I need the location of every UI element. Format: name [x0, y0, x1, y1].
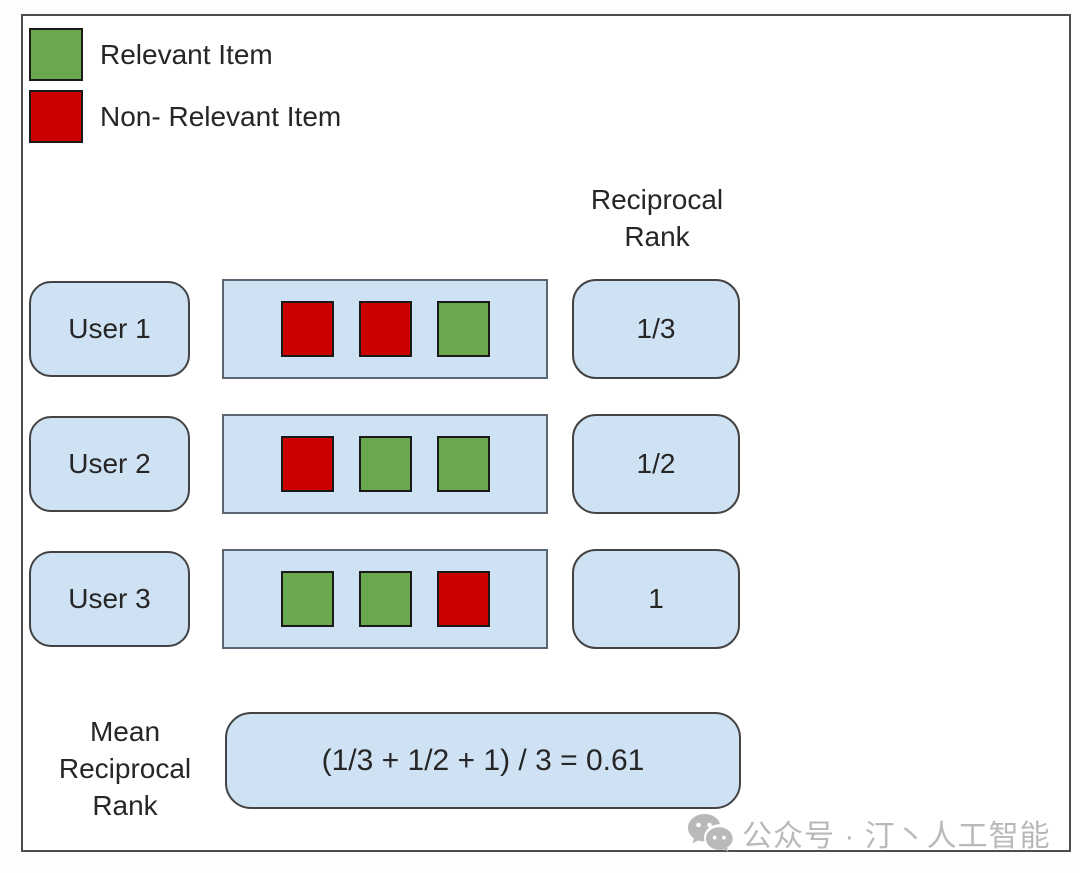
user-row: User 2 1/2 — [23, 414, 1069, 514]
mean-reciprocal-rank-label: Mean Reciprocal Rank — [25, 713, 225, 824]
summary-label-line: Rank — [92, 790, 158, 821]
wechat-icon — [688, 814, 733, 852]
non-relevant-item-square — [280, 301, 334, 357]
non-relevant-swatch — [29, 90, 83, 143]
summary-label-line: Mean — [89, 716, 161, 747]
user-label-box: User 3 — [29, 551, 190, 647]
legend-item: Non- Relevant Item — [29, 90, 341, 143]
user-label-box: User 2 — [29, 416, 190, 512]
ranked-items-box — [222, 414, 548, 514]
legend-label: Non- Relevant Item — [100, 100, 342, 132]
user-label-box: User 1 — [29, 281, 190, 377]
non-relevant-item-square — [358, 301, 412, 357]
relevant-item-square — [436, 301, 490, 357]
legend-item: Relevant Item — [29, 28, 341, 81]
reciprocal-rank-header: Reciprocal Rank — [557, 181, 757, 255]
watermark-text: 公众号 · 汀丶人工智能 — [742, 820, 1051, 853]
relevant-item-square — [358, 436, 412, 492]
mrr-formula: (1/3 + 1/2 + 1) / 3 = 0.61 — [321, 743, 645, 777]
mrr-formula-box: (1/3 + 1/2 + 1) / 3 = 0.61 — [225, 712, 741, 809]
user-row: User 1 1/3 — [23, 279, 1069, 379]
reciprocal-rank-box: 1 — [572, 549, 740, 649]
user-row: User 3 1 — [23, 549, 1069, 649]
watermark: 公众号 · 汀丶人工智能 — [687, 810, 1051, 856]
reciprocal-rank-box: 1/2 — [572, 414, 740, 514]
legend-label: Relevant Item — [100, 38, 273, 70]
non-relevant-item-square — [436, 571, 490, 627]
header-line-2: Rank — [624, 221, 690, 252]
ranked-items-box — [222, 279, 548, 379]
non-relevant-item-square — [280, 436, 334, 492]
relevant-item-square — [436, 436, 490, 492]
header-line-1: Reciprocal — [590, 184, 724, 215]
relevant-item-square — [280, 571, 334, 627]
reciprocal-rank-box: 1/3 — [572, 279, 740, 379]
summary-label-line: Reciprocal — [58, 753, 192, 784]
relevant-item-square — [358, 571, 412, 627]
ranked-items-box — [222, 549, 548, 649]
relevant-swatch — [29, 28, 83, 81]
